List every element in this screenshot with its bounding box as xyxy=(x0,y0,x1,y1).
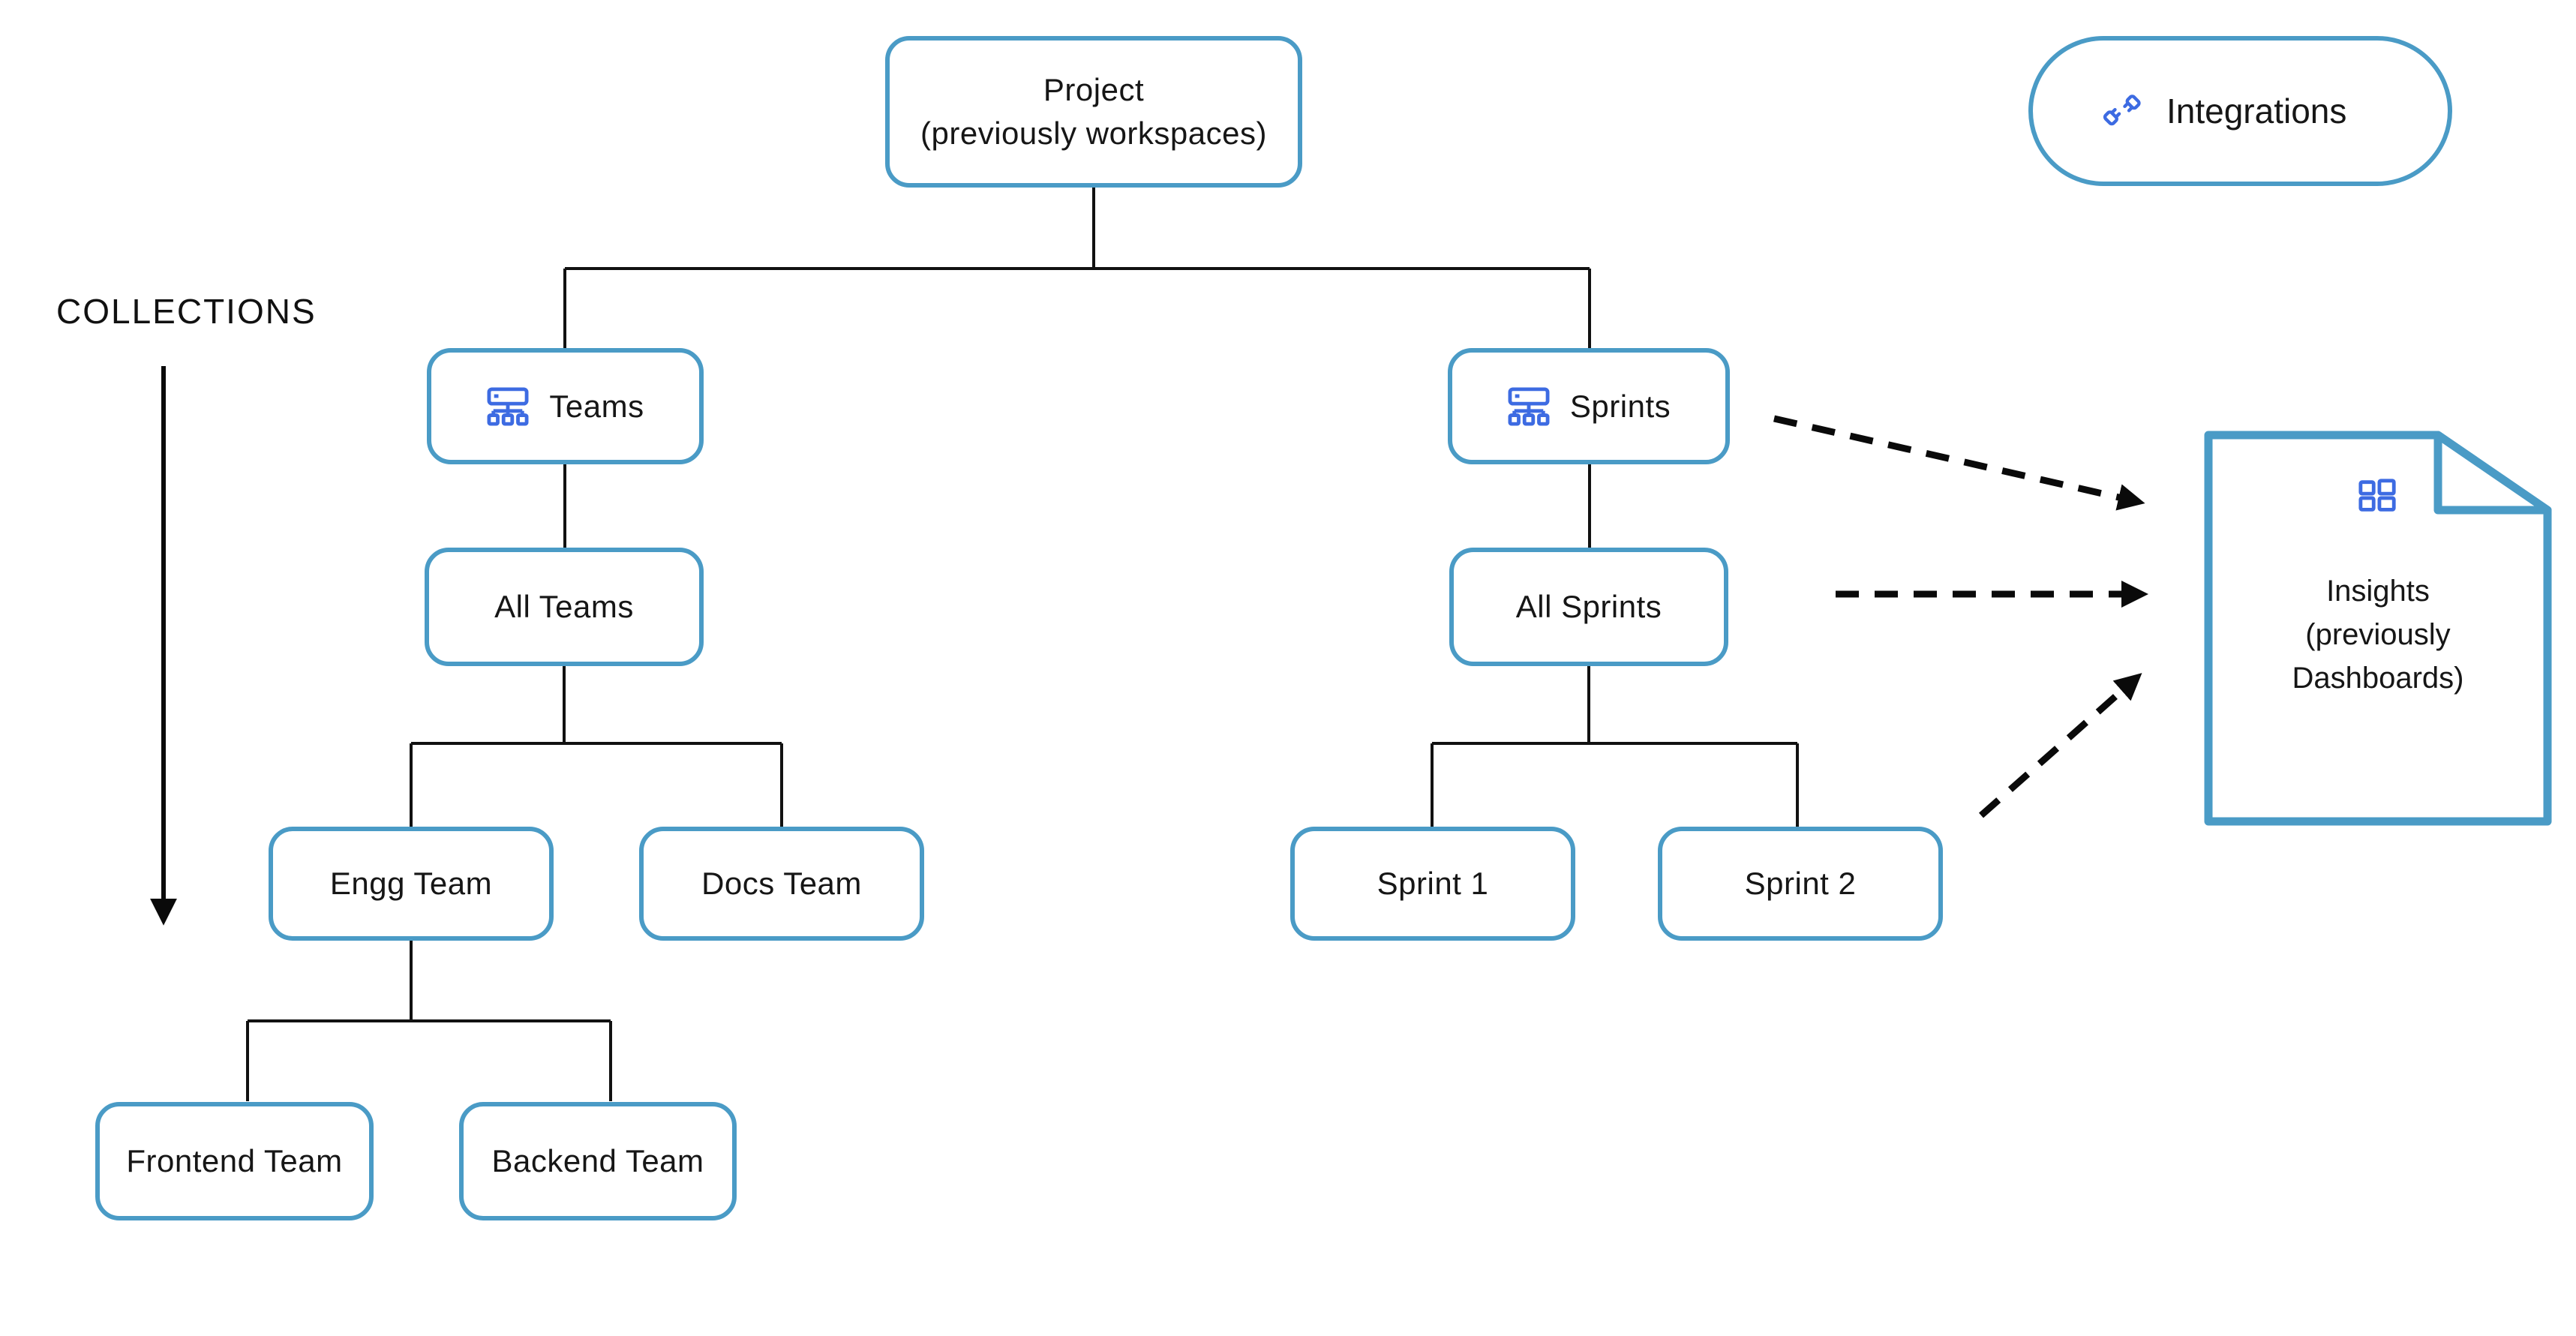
node-engg-team[interactable]: Engg Team xyxy=(269,827,554,941)
node-all-teams[interactable]: All Teams xyxy=(425,548,704,666)
project-subtitle: (previously workspaces) xyxy=(920,116,1267,151)
node-docs-team[interactable]: Docs Team xyxy=(639,827,924,941)
sprint-items-to-insights-arrow xyxy=(1979,673,2142,818)
sprint-1-label: Sprint 1 xyxy=(1377,866,1489,901)
teams-label: Teams xyxy=(549,388,644,424)
integrations-label: Integrations xyxy=(2166,92,2347,131)
node-frontend-team[interactable]: Frontend Team xyxy=(95,1102,374,1220)
insights-document[interactable]: Insights (previously Dashboards) xyxy=(2208,435,2547,821)
all-sprints-label: All Sprints xyxy=(1515,589,1662,624)
node-sprint-1[interactable]: Sprint 1 xyxy=(1290,827,1575,941)
collections-label: COLLECTIONS xyxy=(56,292,317,331)
sitemap-icon xyxy=(487,386,529,426)
sprints-label: Sprints xyxy=(1569,388,1671,424)
all-teams-label: All Teams xyxy=(494,589,634,624)
document-outline xyxy=(2204,431,2552,826)
insights-subtitle-1: (previously xyxy=(2305,618,2451,651)
node-sprints[interactable]: Sprints xyxy=(1448,348,1730,464)
node-all-sprints[interactable]: All Sprints xyxy=(1449,548,1728,666)
sprints-to-insights-arrow xyxy=(1773,415,2145,511)
document-folded-corner xyxy=(2433,431,2552,515)
engg-team-label: Engg Team xyxy=(329,866,493,901)
plug-connection-icon xyxy=(2103,95,2141,126)
tree-connectors xyxy=(246,188,1799,1101)
docs-team-label: Docs Team xyxy=(701,866,862,901)
sitemap-icon xyxy=(1508,386,1550,426)
project-title: Project xyxy=(1043,72,1145,107)
node-teams[interactable]: Teams xyxy=(427,348,704,464)
node-backend-team[interactable]: Backend Team xyxy=(459,1102,737,1220)
backend-team-label: Backend Team xyxy=(491,1143,704,1178)
insights-title: Insights xyxy=(2326,575,2430,608)
insights-subtitle-2: Dashboards) xyxy=(2292,662,2464,695)
node-sprint-2[interactable]: Sprint 2 xyxy=(1658,827,1943,941)
integrations-button[interactable]: Integrations xyxy=(2028,36,2452,186)
frontend-team-label: Frontend Team xyxy=(126,1143,343,1178)
insights-document-shape xyxy=(2204,431,2552,826)
dashboard-grid-icon xyxy=(2358,479,2396,512)
sprint-2-label: Sprint 2 xyxy=(1744,866,1857,901)
node-project[interactable]: Project (previously workspaces) xyxy=(885,36,1302,188)
